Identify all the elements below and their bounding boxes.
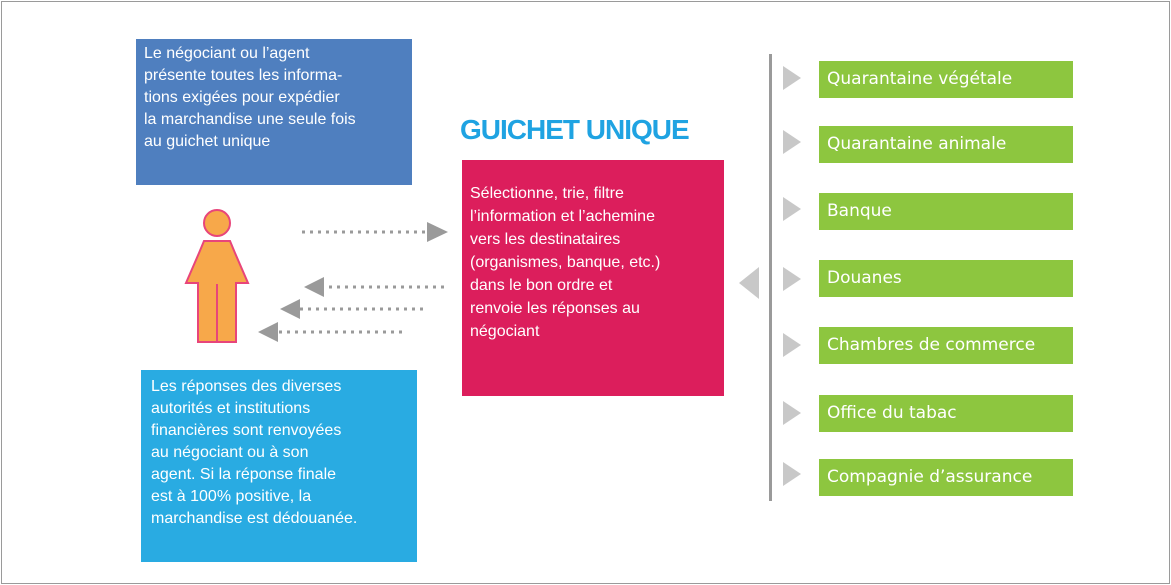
arrow-left-icon	[280, 299, 423, 319]
response-line: Les réponses des diverses	[151, 378, 342, 395]
single-window-line: dans le bon ordre et	[470, 277, 613, 294]
trader-info-box: Le négociant ou l’agent présente toutes …	[136, 39, 412, 185]
triangle-pointer-icon	[783, 462, 801, 486]
single-window-line: Sélectionne, trie, filtre	[470, 185, 624, 202]
response-line: agent. Si la réponse finale	[151, 466, 337, 483]
response-line: financières sont renvoyées	[151, 422, 342, 439]
trader-info-line: tions exigées pour expédier	[144, 89, 340, 106]
triangle-pointer-icon	[783, 130, 801, 154]
single-window-line: vers les destinataires	[470, 231, 621, 248]
destination-plant-quarantine: Quarantaine végétale	[819, 61, 1073, 98]
destination-bank: Banque	[819, 193, 1073, 230]
triangle-pointer-icon	[739, 267, 759, 299]
single-window-line: l’information et l’achemine	[470, 208, 655, 225]
arrow-left-icon	[258, 322, 402, 342]
response-box: Les réponses des diverses autorités et i…	[141, 370, 417, 562]
destination-chamber-of-commerce: Chambres de commerce	[819, 327, 1073, 364]
person-icon	[184, 209, 250, 343]
trader-info-line: Le négociant ou l’agent	[144, 45, 310, 62]
trader-info-line: au guichet unique	[144, 133, 271, 150]
destination-animal-quarantine: Quarantaine animale	[819, 126, 1073, 163]
triangle-pointer-icon	[783, 401, 801, 425]
destination-customs: Douanes	[819, 260, 1073, 297]
single-window-box: Sélectionne, trie, filtre l’information …	[462, 160, 724, 396]
arrow-left-icon	[304, 277, 444, 297]
destination-tobacco-office: Office du tabac	[819, 395, 1073, 432]
single-window-line: négociant	[470, 323, 540, 340]
trader-info-line: présente toutes les informa-	[144, 67, 343, 84]
destination-divider	[769, 54, 772, 501]
triangle-pointer-icon	[783, 197, 801, 221]
response-line: est à 100% positive, la	[151, 488, 312, 505]
response-line: marchandise est dédouanée.	[151, 510, 358, 527]
diagram-title: GUICHET UNIQUE	[460, 114, 690, 145]
single-window-line: renvoie les réponses au	[470, 300, 640, 317]
triangle-pointer-icon	[783, 66, 801, 90]
trader-info-line: la marchandise une seule fois	[144, 111, 356, 128]
destination-insurance: Compagnie d’assurance	[819, 459, 1073, 496]
response-line: autorités et institutions	[151, 400, 311, 417]
single-window-line: (organismes, banque, etc.)	[470, 254, 661, 271]
triangle-pointer-icon	[783, 267, 801, 291]
arrow-right-icon	[302, 222, 448, 242]
response-line: au négociant ou à son	[151, 444, 309, 461]
triangle-pointer-icon	[783, 333, 801, 357]
